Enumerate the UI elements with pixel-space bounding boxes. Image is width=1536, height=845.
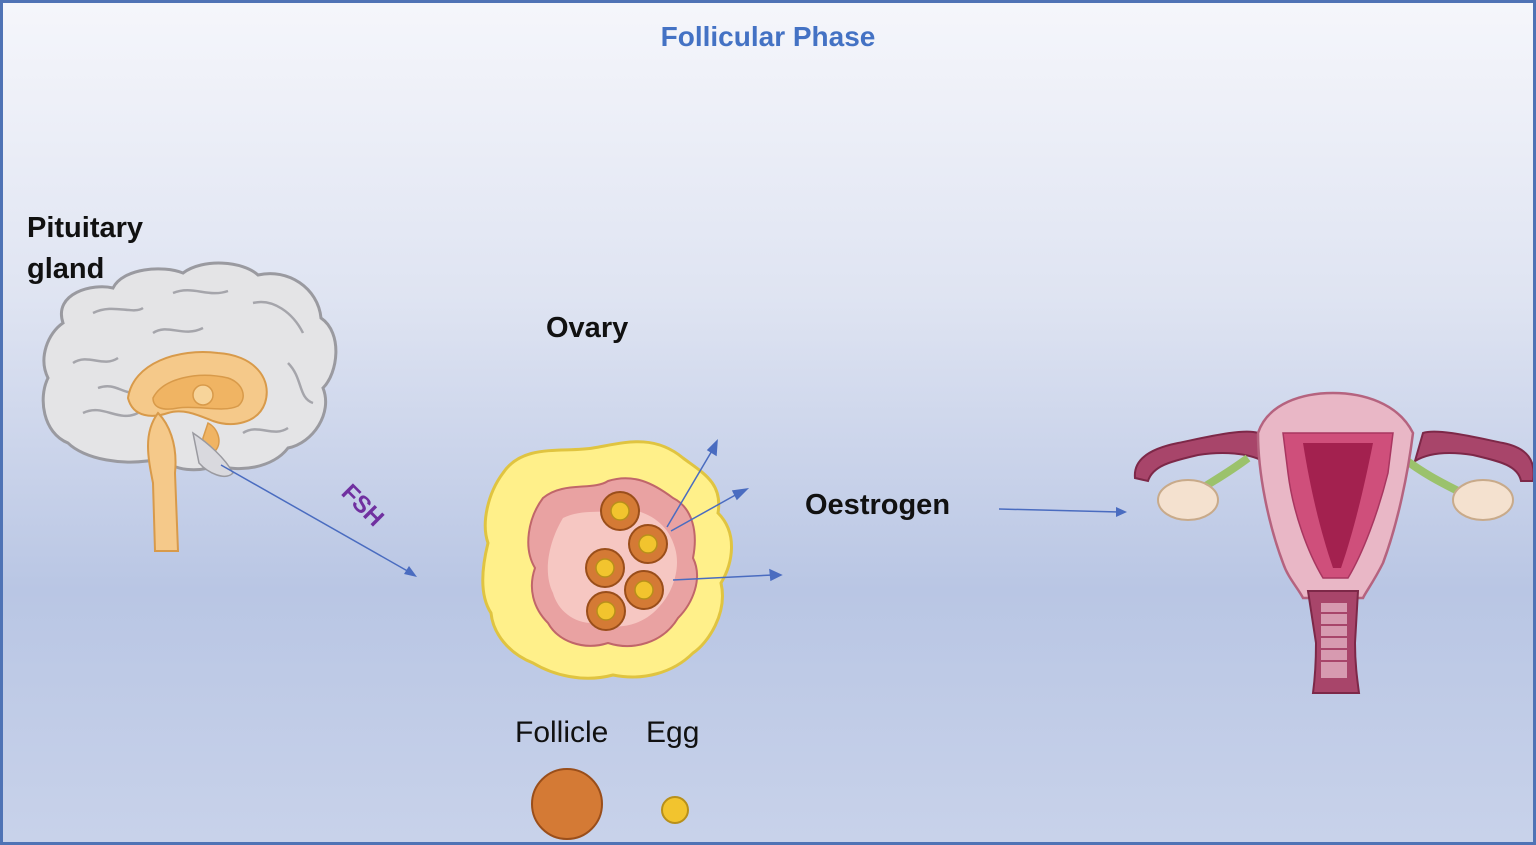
left-ovary xyxy=(1157,479,1219,521)
oestrogen-release-arrows xyxy=(666,439,783,582)
ovary-label: Ovary xyxy=(546,312,629,344)
right-ovary xyxy=(1452,479,1514,521)
fsh-arrow xyxy=(220,464,412,574)
egg-legend-swatch xyxy=(661,796,689,824)
uterus-icon xyxy=(1133,391,1533,694)
oestrogen-arrow xyxy=(998,508,1120,513)
follicle-legend-swatch xyxy=(531,768,603,840)
pituitary-label-line1: Pituitary xyxy=(27,212,144,244)
brain-illustration xyxy=(41,261,1533,840)
diagram-title: Follicular Phase xyxy=(660,21,876,52)
follicle-group xyxy=(585,491,668,631)
egg-legend-label: Egg xyxy=(646,716,700,749)
pituitary-gland-label: Pituitary gland xyxy=(27,208,143,289)
oestrogen-label: Oestrogen xyxy=(805,489,951,521)
brain-icon xyxy=(41,261,338,552)
follicle-legend-label: Follicle xyxy=(515,716,609,749)
pituitary-label-line2: gland xyxy=(27,252,105,285)
